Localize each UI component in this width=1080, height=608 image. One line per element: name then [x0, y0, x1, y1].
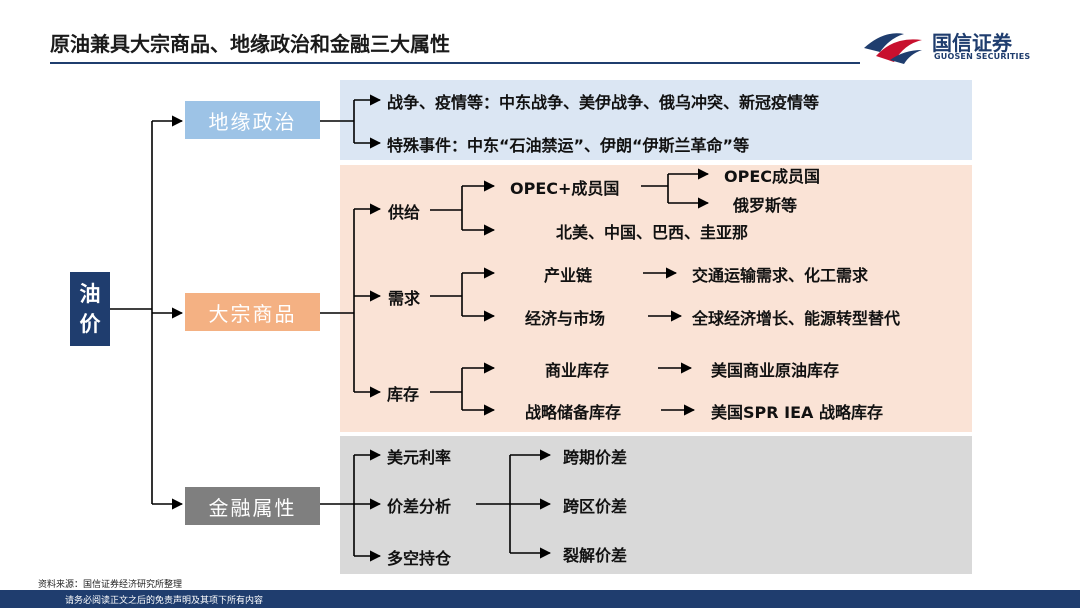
root-char-2: 价 — [79, 312, 101, 336]
other-producers-label: 北美、中国、巴西、圭亚那 — [556, 223, 749, 242]
finance-panel — [340, 436, 972, 574]
title-divider — [50, 62, 860, 64]
footer-bar — [0, 590, 1080, 608]
spread-regional: 跨区价差 — [563, 497, 628, 516]
commercial-inventory-label: 商业库存 — [545, 361, 610, 380]
geopolitics-label: 地缘政治 — [185, 101, 320, 139]
spread-crack: 裂解价差 — [563, 546, 628, 565]
spread-calendar: 跨期价差 — [563, 448, 628, 467]
supply-label: 供给 — [388, 203, 421, 222]
logo-text-cn: 国信证券 — [932, 31, 1012, 55]
opec-plus-label: OPEC+成员国 — [510, 179, 620, 198]
strategic-reserve-result: 美国SPR IEA 战略库存 — [711, 403, 883, 422]
finance-factor-positions: 多空持仓 — [387, 549, 452, 568]
source-note: 资料来源：国信证券经济研究所整理 — [38, 580, 183, 590]
economy-market-label: 经济与市场 — [525, 309, 606, 328]
inventory-label: 库存 — [387, 385, 420, 404]
industry-chain-label: 产业链 — [544, 266, 593, 285]
geo-item-war: 战争、疫情等：中东战争、美伊战争、俄乌冲突、新冠疫情等 — [387, 93, 820, 112]
page-title: 原油兼具大宗商品、地缘政治和金融三大属性 — [50, 32, 450, 56]
economy-market-result: 全球经济增长、能源转型替代 — [692, 309, 901, 328]
commercial-inventory-result: 美国商业原油库存 — [711, 361, 840, 380]
russia-label: 俄罗斯等 — [733, 196, 798, 215]
oil-price-root: 油 价 — [70, 272, 110, 346]
disclaimer-note: 请务必阅读正文之后的免责声明及其项下所有内容 — [65, 596, 264, 606]
demand-label: 需求 — [388, 289, 421, 308]
industry-chain-result: 交通运输需求、化工需求 — [692, 266, 869, 285]
opec-label: OPEC成员国 — [724, 167, 821, 186]
geo-item-special-events: 特殊事件：中东“石油禁运”、伊朗“伊斯兰革命”等 — [387, 136, 750, 155]
logo-text-en: GUOSEN SECURITIES — [934, 52, 1031, 61]
finance-label: 金融属性 — [185, 487, 320, 525]
root-char-1: 油 — [79, 282, 101, 306]
finance-factor-spread-analysis: 价差分析 — [387, 497, 452, 516]
commodity-label: 大宗商品 — [185, 293, 320, 331]
finance-factor-usd-rate: 美元利率 — [387, 448, 452, 467]
guosen-logo-icon — [864, 33, 922, 64]
strategic-reserve-label: 战略储备库存 — [525, 403, 622, 422]
geopolitics-panel — [340, 80, 972, 160]
